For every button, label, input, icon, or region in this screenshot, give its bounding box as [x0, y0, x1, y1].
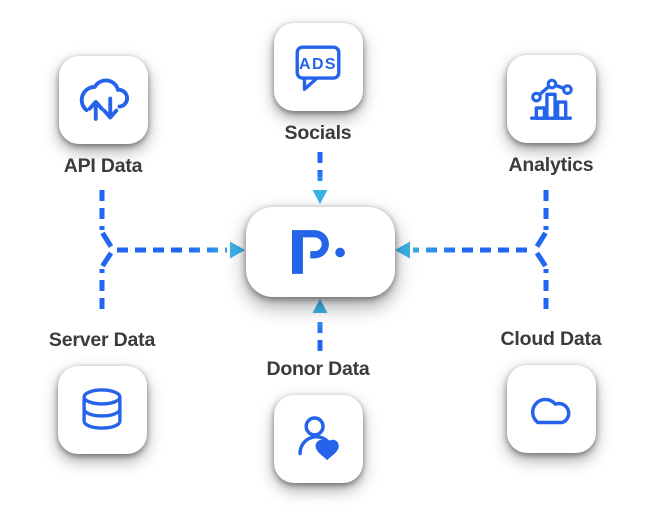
node-analytics: Analytics: [486, 55, 616, 175]
node-cloud-data: Cloud Data: [486, 329, 616, 453]
arrowhead-right: [395, 241, 410, 259]
cloud-icon: [530, 397, 571, 425]
analytics-card: [506, 55, 596, 143]
ads-speech-bubble-icon: ADS: [295, 45, 341, 91]
node-server-data: Server Data: [37, 330, 167, 454]
arrowhead-left: [230, 241, 245, 259]
donor-data-label: Donor Data: [266, 358, 370, 380]
socials-label: Socials: [284, 122, 352, 144]
arrowhead-bottom: [312, 299, 328, 313]
donor-heart-icon: [298, 416, 339, 461]
ads-text: ADS: [299, 56, 337, 73]
donorbox-logo: [292, 230, 345, 274]
node-api-data: API Data: [38, 56, 168, 176]
server-data-card: [57, 366, 147, 454]
node-donor-data: Donor Data: [253, 359, 383, 483]
cloud-transfer-icon: [79, 78, 130, 121]
bar-line-chart-icon: [529, 78, 573, 120]
donorbox-hub-card: [246, 207, 395, 297]
analytics-label: Analytics: [508, 154, 594, 176]
cloud-data-card: [506, 365, 596, 453]
donor-data-card: [273, 395, 363, 483]
database-icon: [82, 388, 122, 430]
socials-card: ADS: [273, 23, 363, 111]
api-data-label: API Data: [63, 155, 143, 177]
cloud-data-label: Cloud Data: [500, 328, 602, 350]
server-data-label: Server Data: [48, 329, 156, 351]
arrowhead-top: [312, 190, 328, 204]
arrow-bottom: [312, 299, 328, 351]
api-data-card: [58, 56, 148, 144]
node-socials: ADS Socials: [253, 23, 383, 143]
arrow-right: [395, 190, 549, 309]
arrow-left: [99, 190, 245, 309]
arrow-top: [312, 152, 328, 204]
